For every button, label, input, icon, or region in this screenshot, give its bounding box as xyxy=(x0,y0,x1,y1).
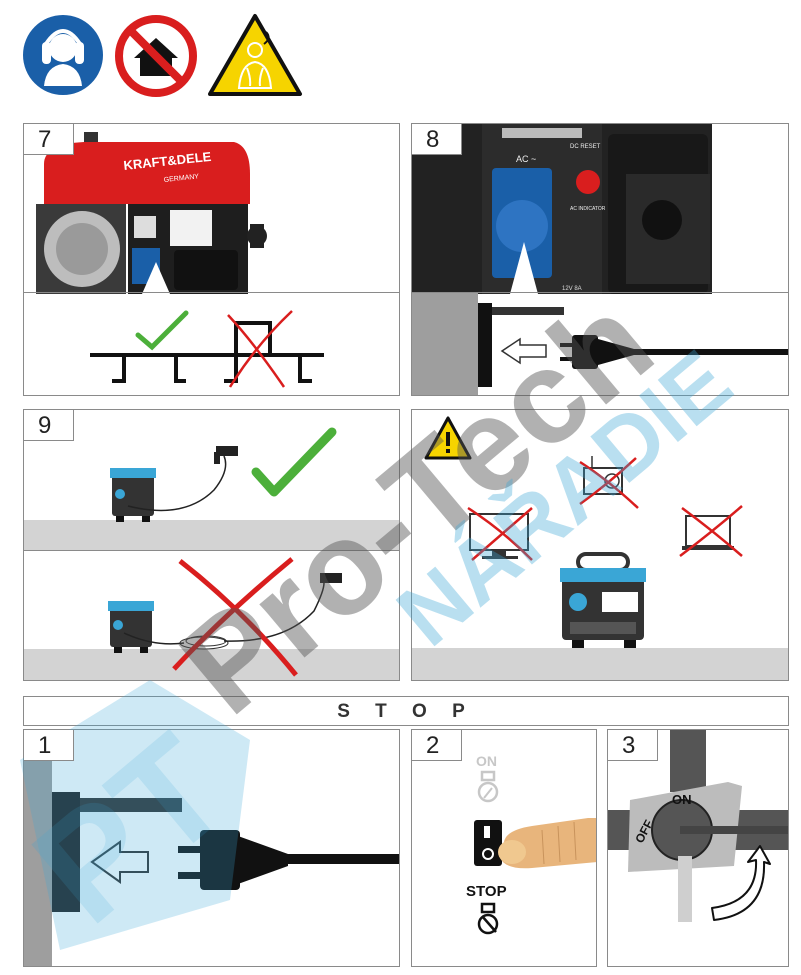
unplug-diagram xyxy=(412,293,788,395)
generator-control-panel-illustration: AC ~ DC RESET AC INDICATOR 12V 8A xyxy=(412,124,712,294)
panel-number: 8 xyxy=(412,124,462,155)
brand-sub: GERMANY xyxy=(163,173,199,184)
dc-reset-label: DC RESET xyxy=(570,144,601,150)
panel-interference xyxy=(411,409,789,681)
long-cable-wrong xyxy=(24,557,399,680)
panel-7: 7 KRAFT&DELE GERMANY xyxy=(23,123,400,396)
ground-level-diagram xyxy=(90,310,324,388)
panel-number: 3 xyxy=(608,730,658,761)
exhaust-fumes-warning-icon xyxy=(208,14,302,96)
stop-header: S T O P xyxy=(23,696,789,726)
ear-protection-icon xyxy=(23,15,103,95)
stop-panel-2: 2 ON STOP xyxy=(411,729,597,967)
panel-8: 8 AC ~ DC RESET AC INDICATOR 12V 8A xyxy=(411,123,789,396)
ac-indicator-label: AC INDICATOR xyxy=(570,206,606,212)
panel-number: 9 xyxy=(24,410,74,441)
ac-label: AC ~ xyxy=(516,154,536,164)
on-label: ON xyxy=(476,753,497,769)
on-label: ON xyxy=(672,792,692,807)
unplug-diagram xyxy=(24,760,399,966)
panel-number: 7 xyxy=(24,124,74,155)
panel-9: 9 xyxy=(23,409,400,681)
panel-number: 1 xyxy=(24,730,74,761)
panel-number: 2 xyxy=(412,730,462,761)
no-indoor-use-icon xyxy=(115,15,197,97)
interference-diagram xyxy=(412,416,788,680)
generator-illustration: KRAFT&DELE GERMANY xyxy=(36,132,267,294)
switch-off-diagram: ON STOP xyxy=(466,753,596,935)
dc-label: 12V 8A xyxy=(562,286,582,292)
stop-panel-3: 3 OFF ON xyxy=(607,729,789,967)
stop-panel-1: 1 xyxy=(23,729,400,967)
fuel-valve-diagram: OFF ON xyxy=(608,730,788,922)
stop-label: STOP xyxy=(466,883,507,900)
short-cable-correct xyxy=(24,427,399,550)
